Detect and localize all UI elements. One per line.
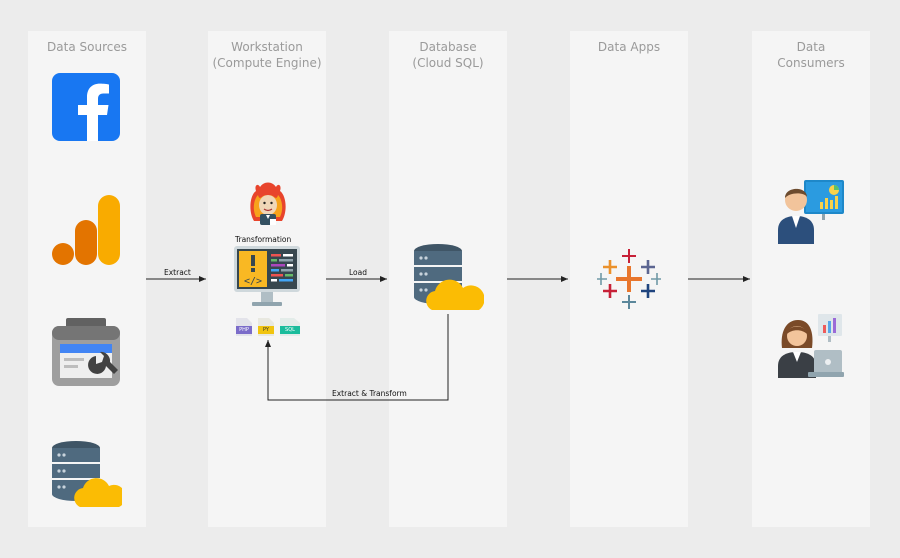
code-monitor-icon: </>	[234, 246, 300, 308]
edge-label-load: Load	[349, 268, 367, 277]
edge-label-extract-transform: Extract & Transform	[332, 389, 407, 398]
column-title-line: (Compute Engine)	[212, 56, 322, 70]
business-woman-icon	[776, 312, 846, 380]
edge-label-extract: Extract	[164, 268, 191, 277]
edge-extract-transform	[265, 314, 449, 401]
python-file-icon: PY	[258, 318, 274, 336]
workstation-caption: Transformation	[235, 235, 292, 244]
php-file-icon: PHP	[236, 318, 252, 336]
sql-badge-label: SQL	[285, 327, 295, 333]
column-title: Data Consumers	[752, 39, 870, 71]
tableau-icon	[597, 248, 661, 310]
jenkins-icon	[246, 181, 290, 227]
svg-text:</>: </>	[244, 276, 262, 287]
py-badge-label: PY	[263, 327, 269, 333]
google-analytics-icon	[52, 195, 120, 265]
column-data-consumers: Data Consumers	[752, 31, 870, 527]
column-title-line: Data	[796, 40, 826, 54]
column-title-line: Data Sources	[47, 40, 127, 54]
column-title-line: Consumers	[777, 56, 845, 70]
column-title-line: Data Apps	[597, 40, 661, 54]
column-title: Data Sources	[28, 39, 146, 55]
sql-file-icon: SQL	[280, 318, 300, 336]
column-title-line: Workstation	[231, 40, 303, 54]
php-badge-label: PHP	[239, 327, 249, 333]
google-search-console-icon	[52, 318, 120, 386]
business-analyst-icon	[776, 178, 846, 246]
column-title: Workstation (Compute Engine)	[208, 39, 326, 71]
column-title: Database (Cloud SQL)	[389, 39, 507, 71]
column-title-line: Database	[419, 40, 477, 54]
cloud-sql-icon	[414, 244, 484, 312]
column-title-line: (Cloud SQL)	[412, 56, 484, 70]
facebook-icon	[52, 73, 120, 141]
cloud-database-icon	[52, 441, 122, 509]
column-title: Data Apps	[570, 39, 688, 55]
